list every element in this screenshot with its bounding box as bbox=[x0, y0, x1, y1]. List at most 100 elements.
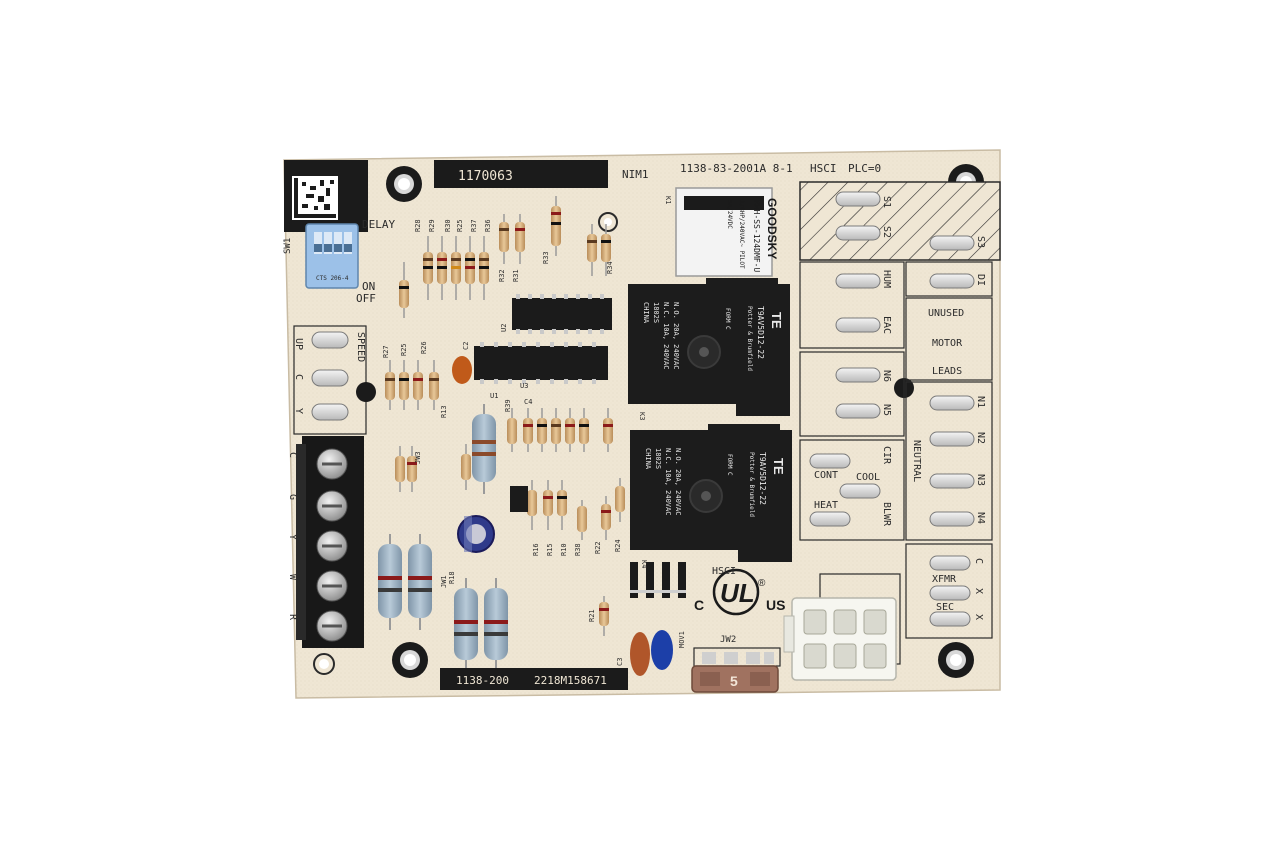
label-di: DI bbox=[975, 274, 986, 286]
speed-tab-up[interactable] bbox=[311, 331, 349, 349]
label-n5: N5 bbox=[881, 404, 892, 416]
tab-n3[interactable] bbox=[929, 473, 975, 489]
label-s1: S1 bbox=[881, 196, 892, 208]
label-xfmr-c: C bbox=[973, 558, 984, 564]
tab-xfmr-x[interactable] bbox=[929, 585, 971, 601]
mount-hole-bottom-right bbox=[938, 642, 974, 678]
relay-k1-coil: 5A/24VDC bbox=[726, 200, 733, 229]
tab-cont[interactable] bbox=[809, 453, 851, 469]
ul-mark-letters: UL bbox=[720, 578, 755, 608]
relay-k4-code: 1802S bbox=[654, 448, 662, 469]
label-blwr: BLWR bbox=[881, 502, 892, 527]
part-number: 1170063 bbox=[458, 169, 513, 184]
screw-r[interactable] bbox=[316, 610, 348, 642]
screw-c[interactable] bbox=[316, 448, 348, 480]
ul-mark-registered: ® bbox=[758, 578, 766, 589]
tab-eac[interactable] bbox=[835, 317, 881, 333]
diode-array bbox=[630, 562, 686, 598]
svg-text:R13: R13 bbox=[440, 405, 448, 418]
label-cir: CIR bbox=[881, 446, 892, 465]
svg-text:K1: K1 bbox=[664, 196, 672, 204]
jumper-block bbox=[693, 647, 781, 667]
svg-text:R24: R24 bbox=[614, 539, 622, 552]
tab-s3[interactable] bbox=[929, 235, 975, 251]
bottom-code: 1138-200 bbox=[456, 674, 509, 687]
svg-text:R16: R16 bbox=[532, 543, 540, 556]
tab-di[interactable] bbox=[929, 273, 975, 289]
bottom-label-bg bbox=[440, 668, 628, 690]
tab-s1[interactable] bbox=[835, 191, 881, 207]
svg-text:R37: R37 bbox=[470, 219, 478, 232]
six-pin-connector[interactable] bbox=[783, 597, 897, 681]
relay-k4-rating2: N.C. 10A, 240VAC bbox=[664, 448, 672, 515]
relay-k1-goodsky bbox=[675, 187, 773, 277]
svg-text:R33: R33 bbox=[542, 251, 550, 264]
tab-hum[interactable] bbox=[835, 273, 881, 289]
svg-text:JW1: JW1 bbox=[440, 575, 448, 588]
relay-k1-brand: GOODSKY bbox=[765, 198, 779, 259]
relay-k3-te bbox=[628, 278, 790, 416]
tab-s2[interactable] bbox=[835, 225, 881, 241]
relay-k3-origin: CHINA bbox=[642, 302, 650, 324]
tab-n2[interactable] bbox=[929, 431, 975, 447]
svg-text:R25: R25 bbox=[400, 343, 408, 356]
svg-text:R28: R28 bbox=[414, 219, 422, 232]
svg-text:R34: R34 bbox=[606, 261, 614, 274]
label-sec: SEC bbox=[936, 602, 954, 613]
terminal-g-label: G bbox=[287, 494, 298, 500]
screw-g[interactable] bbox=[316, 490, 348, 522]
speed-label: SPEED bbox=[355, 332, 366, 362]
tab-heat[interactable] bbox=[809, 511, 851, 527]
plc-label: PLC=0 bbox=[848, 162, 881, 175]
label-n3: N3 bbox=[975, 474, 986, 486]
resistor-array-mid bbox=[385, 360, 625, 636]
label-s2: S2 bbox=[881, 226, 892, 238]
mount-hole-small-mid bbox=[598, 212, 618, 232]
speed-tab-c[interactable] bbox=[311, 369, 349, 387]
relay-k1-rating: 1/8HP/240VAC~ PILOT bbox=[738, 200, 745, 269]
label-cool: COOL bbox=[856, 472, 880, 483]
label-n1: N1 bbox=[975, 396, 986, 408]
component-designators: R28 R29 R30 R25 R37 R36 R27 R25 R26 R13 … bbox=[382, 196, 686, 666]
capacitor-c3 bbox=[630, 632, 650, 676]
speed-c-label: C bbox=[293, 374, 304, 380]
mount-hole-bottom-left bbox=[392, 642, 428, 678]
ic-chip-u2 bbox=[512, 294, 612, 334]
screw-y[interactable] bbox=[316, 530, 348, 562]
ceramic-capacitor-c2 bbox=[452, 356, 472, 384]
dip-switch[interactable] bbox=[305, 223, 359, 289]
bottom-serial: 2218M158671 bbox=[534, 674, 607, 687]
tab-sec-x[interactable] bbox=[929, 611, 971, 627]
dip-off-label: OFF bbox=[356, 292, 376, 305]
label-heat: HEAT bbox=[814, 500, 838, 511]
label-x2: X bbox=[973, 614, 984, 620]
tab-n1[interactable] bbox=[929, 395, 975, 411]
label-n6: N6 bbox=[881, 370, 892, 382]
svg-text:U3: U3 bbox=[520, 382, 528, 390]
speed-tab-y[interactable] bbox=[311, 403, 349, 421]
svg-text:JW3: JW3 bbox=[414, 451, 422, 464]
tab-xfmr-c[interactable] bbox=[929, 555, 971, 571]
transistor-to92 bbox=[510, 486, 528, 512]
svg-text:K3: K3 bbox=[638, 412, 646, 420]
transistor-left bbox=[356, 382, 376, 402]
ul-mark-c: C bbox=[694, 597, 704, 613]
svg-text:C2: C2 bbox=[462, 342, 470, 350]
label-cont: CONT bbox=[814, 470, 838, 481]
tab-n4[interactable] bbox=[929, 511, 975, 527]
tab-cool[interactable] bbox=[839, 483, 881, 499]
pcb-board bbox=[283, 149, 1001, 699]
svg-text:R36: R36 bbox=[484, 219, 492, 232]
blade-fuse[interactable] bbox=[691, 665, 779, 693]
tab-n6[interactable] bbox=[835, 367, 881, 383]
svg-text:U2: U2 bbox=[500, 324, 508, 332]
relay-k3-code: 1802S bbox=[652, 302, 660, 323]
label-n4: N4 bbox=[975, 512, 986, 524]
relay-k1-model: RWH-SS-124DMF-U bbox=[752, 200, 761, 272]
screw-w[interactable] bbox=[316, 570, 348, 602]
hsci-top-label: HSCI bbox=[810, 162, 837, 175]
sw1-label: SW1 bbox=[283, 238, 293, 254]
svg-text:R18: R18 bbox=[448, 571, 456, 584]
ic-chip-u3 bbox=[474, 342, 608, 384]
tab-n5[interactable] bbox=[835, 403, 881, 419]
